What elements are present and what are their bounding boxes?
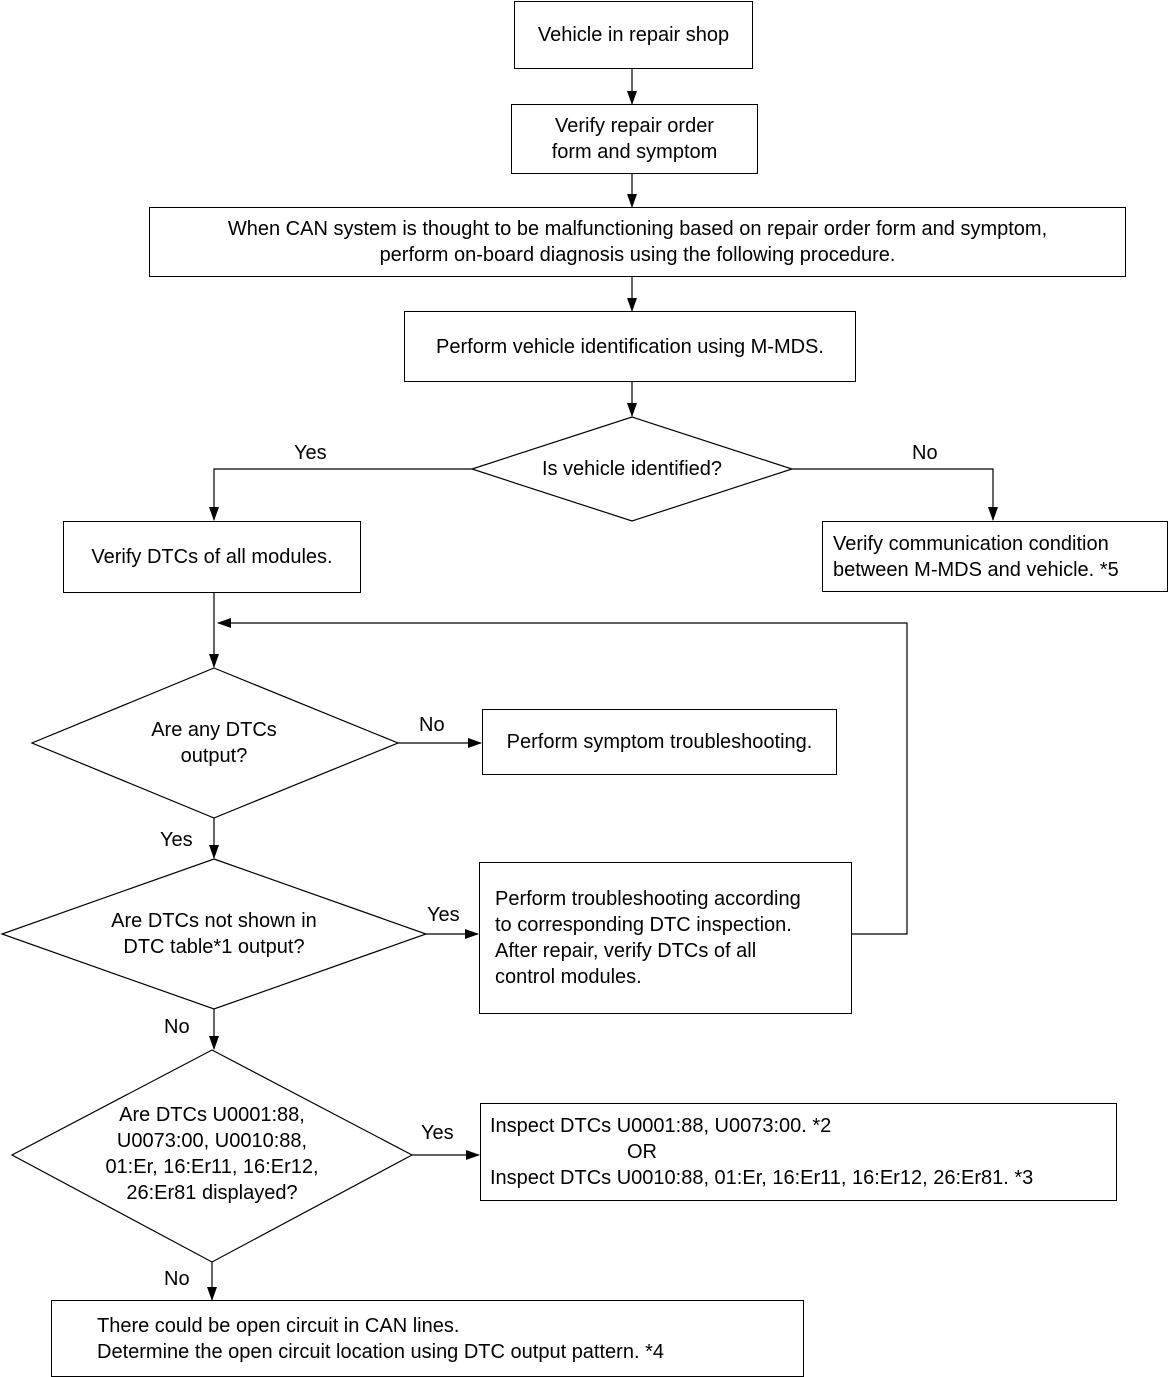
label-d2-yes: Yes: [160, 829, 193, 851]
step-symptom-troubleshooting: Perform symptom troubleshooting.: [482, 709, 837, 775]
label-d1-yes: Yes: [294, 442, 327, 464]
decision-text: output?: [180, 745, 248, 767]
step-dtc-inspection: Perform troubleshooting according to cor…: [479, 862, 852, 1014]
arrow-loop-back: [217, 618, 908, 935]
step-text: There could be open circuit in CAN lines…: [97, 1314, 460, 1337]
decision-text: DTC table*1 output?: [123, 936, 305, 958]
step-text: Perform troubleshooting according: [495, 888, 801, 910]
label-d4-no: No: [164, 1268, 190, 1290]
decision-text: 01:Er, 16:Er11, 16:Er12,: [105, 1156, 319, 1178]
step-vehicle-identification: Perform vehicle identification using M-M…: [404, 311, 856, 382]
decision-text: Are DTCs not shown in: [111, 910, 317, 932]
step-text: Inspect DTCs U0010:88, 01:Er, 16:Er11, 1…: [490, 1167, 1034, 1189]
arrow-d1-no: [792, 468, 998, 521]
decision-any-dtcs: Are any DTCs output?: [84, 715, 344, 771]
step-text: Perform symptom troubleshooting.: [506, 731, 813, 753]
step-verify-dtcs-all-modules: Verify DTCs of all modules.: [63, 521, 361, 593]
label-d3-no: No: [164, 1016, 190, 1038]
step-text: Determine the open circuit location usin…: [97, 1340, 664, 1363]
step-open-circuit-can: There could be open circuit in CAN lines…: [51, 1300, 804, 1377]
decision-text: Is vehicle identified?: [541, 458, 723, 480]
decision-text: 26:Er81 displayed?: [126, 1182, 298, 1204]
step-text: Inspect DTCs U0001:88, U0073:00. *2: [490, 1115, 832, 1137]
step-verify-communication: Verify communication condition between M…: [822, 521, 1168, 592]
step-text: Verify DTCs of all modules.: [91, 546, 333, 568]
step-text: Verify repair order: [555, 115, 714, 137]
decision-vehicle-identified: Is vehicle identified?: [500, 446, 764, 492]
label-d4-yes: Yes: [421, 1122, 454, 1144]
step-text: perform on-board diagnosis using the fol…: [379, 244, 896, 266]
decision-text: Are any DTCs: [151, 719, 277, 741]
decision-text: U0073:00, U0010:88,: [116, 1130, 308, 1152]
arrow-d1-yes: [209, 468, 472, 521]
decision-vehicle-identified-shape: [470, 416, 794, 522]
label-d1-no: No: [912, 442, 938, 464]
step-can-malfunction-note: When CAN system is thought to be malfunc…: [149, 207, 1126, 277]
step-text: form and symptom: [551, 141, 718, 163]
decision-text: Are DTCs U0001:88,: [119, 1104, 305, 1126]
step-text: When CAN system is thought to be malfunc…: [227, 218, 1048, 240]
step-vehicle-in-shop: Vehicle in repair shop: [514, 1, 753, 69]
label-d3-yes: Yes: [427, 904, 460, 926]
step-text: to corresponding DTC inspection.: [495, 914, 792, 936]
step-inspect-specific-dtcs: Inspect DTCs U0001:88, U0073:00. *2 OR I…: [480, 1103, 1117, 1201]
label-d2-no: No: [419, 714, 445, 736]
step-text: Verify communication condition: [833, 532, 1109, 555]
step-text: After repair, verify DTCs of all: [495, 940, 757, 962]
step-text: control modules.: [495, 966, 642, 988]
step-text: Perform vehicle identification using M-M…: [436, 335, 824, 358]
decision-specific-dtcs: Are DTCs U0001:88, U0073:00, U0010:88, 0…: [72, 1099, 352, 1209]
step-verify-repair-order: Verify repair order form and symptom: [511, 104, 758, 174]
step-text: between M-MDS and vehicle. *5: [833, 558, 1119, 581]
decision-dtcs-not-in-table: Are DTCs not shown in DTC table*1 output…: [64, 906, 364, 962]
step-text-or: OR: [627, 1141, 657, 1163]
step-text: Vehicle in repair shop: [537, 24, 730, 46]
